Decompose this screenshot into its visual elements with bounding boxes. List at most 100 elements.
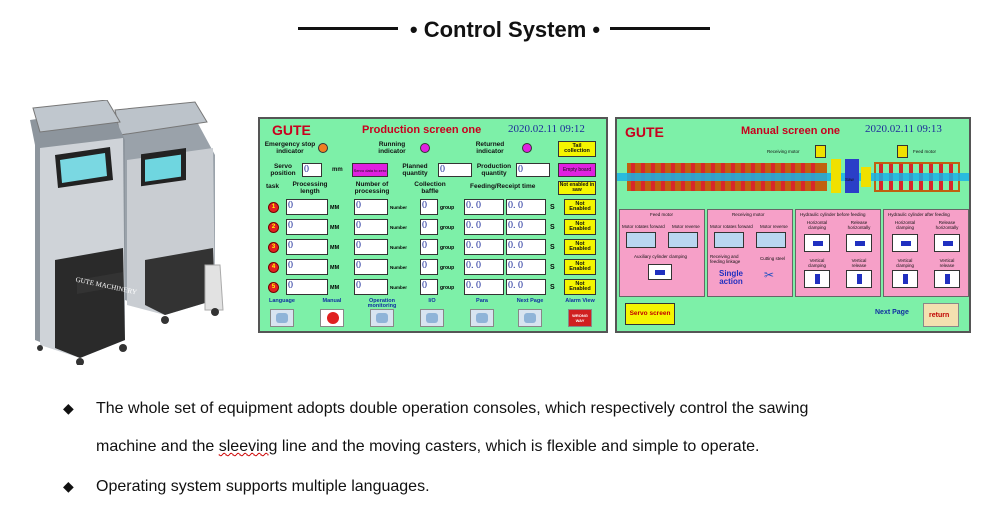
feeding-time-field[interactable]: 0. 0 [464,199,504,215]
processing-number-field[interactable]: 0 [354,279,388,295]
processing-number-field[interactable]: 0 [354,239,388,255]
return-button[interactable]: return [923,303,959,327]
recv-reverse-label: Motor reverse [760,224,788,229]
production-quantity-field[interactable]: 0 [516,163,550,177]
panel-hydraulic-before: Hydraulic cylinder before feeding Horizo… [795,209,881,297]
number-unit: Number [390,285,408,290]
seconds-unit: S [550,244,555,251]
panel-feed-motor: Feed motor Motor rotates forward Motor r… [619,209,705,297]
feeding-time-field[interactable]: 0. 0 [464,279,504,295]
row-enable-button[interactable]: Not Enabled [564,259,596,275]
single-action-button[interactable]: Single action [718,269,743,286]
document-icon [524,313,536,323]
processing-length-field[interactable]: 0 [286,219,328,235]
task-row-index[interactable]: 2 [268,222,279,233]
number-unit: Number [390,205,408,210]
return-label: return [929,312,950,319]
para-button[interactable] [470,309,494,327]
feed-motor-label: Feed motor [913,149,937,154]
receipt-time-field[interactable]: 0. 0 [506,239,546,255]
not-enabled-saw-button[interactable]: Not enabled in saw [558,181,596,195]
stop-hand-icon [327,312,339,324]
operation-monitoring-button[interactable] [370,309,394,327]
manual-button[interactable] [320,309,344,327]
receipt-time-field[interactable]: 0. 0 [506,259,546,275]
ha-vertical-release-button[interactable] [934,270,960,288]
bullet-text-1-line2b: sleeving [218,438,278,455]
row-enable-button[interactable]: Not Enabled [564,219,596,235]
hb-vertical-clamp-button[interactable] [804,270,830,288]
col-task: task [266,183,280,190]
baffle-group-field[interactable]: 0 [420,199,438,215]
monitor-icon [376,313,388,323]
task-row-index[interactable]: 3 [268,242,279,253]
feeding-time-field[interactable]: 0. 0 [464,259,504,275]
baffle-group-field[interactable]: 0 [420,279,438,295]
receiving-motor-indicator [815,145,826,158]
baffle-group-field[interactable]: 0 [420,239,438,255]
recv-feed-linkage-label: Receiving and feeding linkage [710,254,741,264]
hb-vertical-release-button[interactable] [846,270,872,288]
next-page-button-label: Next Page [516,298,544,304]
panel-receiving-motor-title: Receiving motor [732,212,765,217]
ha-release-horizontal-button[interactable] [934,234,960,252]
task-row-index[interactable]: 4 [268,262,279,273]
receiving-motor-label: Receiving motor [767,149,800,154]
number-unit: Number [390,265,408,270]
next-page-button[interactable] [518,309,542,327]
length-unit: MM [330,205,340,211]
planned-quantity-field[interactable]: 0 [438,163,472,177]
processing-length-field[interactable]: 0 [286,199,328,215]
ha-vertical-clamp-button[interactable] [892,270,918,288]
processing-length-field[interactable]: 0 [286,239,328,255]
recv-forward-label: Motor rotates forward [710,224,753,229]
feed-forward-button[interactable] [626,232,656,248]
production-quantity-label: Production quantity [476,163,512,177]
baffle-group-field[interactable]: 0 [420,259,438,275]
task-row-index[interactable]: 5 [268,282,279,293]
hb-release-horizontal-button[interactable] [846,234,872,252]
alarm-view-button[interactable]: WRONG WAY [568,309,592,327]
seconds-unit: S [550,284,555,291]
servo-zero-button[interactable]: Servo data to zero [352,163,388,177]
recv-forward-button[interactable] [714,232,744,248]
task-row-index[interactable]: 1 [268,202,279,213]
scissors-icon[interactable]: ✂ [764,268,775,282]
hb-horizontal-clamp-button[interactable] [804,234,830,252]
saw-label: Saw [845,177,854,182]
production-title: Production screen one [362,124,482,136]
recv-reverse-button[interactable] [756,232,786,248]
group-unit: group [440,225,455,231]
feeding-time-field[interactable]: 0. 0 [464,239,504,255]
receipt-time-field[interactable]: 0. 0 [506,219,546,235]
aux-clamping-button[interactable] [648,264,672,280]
processing-number-field[interactable]: 0 [354,259,388,275]
hb-release-horizontally-label: Release horizontally [847,220,871,230]
feed-reverse-button[interactable] [668,232,698,248]
conveyor-diagram [617,159,969,195]
row-enable-button[interactable]: Not Enabled [564,239,596,255]
servo-screen-button[interactable]: Servo screen [625,303,675,325]
receipt-time-field[interactable]: 0. 0 [506,199,546,215]
receipt-time-field[interactable]: 0. 0 [506,279,546,295]
tail-collection-button[interactable]: Tail collection [558,141,596,157]
panel-feed-motor-title: Feed motor [650,212,674,217]
hb-vertical-clamping-label: Vertical clamping [807,258,826,268]
processing-number-field[interactable]: 0 [354,199,388,215]
machine-photo: GUTE MACHINERY [15,99,250,366]
servo-position-field[interactable]: 0 [302,163,322,177]
planned-quantity-label: Planned quantity [402,163,428,177]
language-button-label: Language [269,298,295,304]
language-button[interactable] [270,309,294,327]
processing-length-field[interactable]: 0 [286,259,328,275]
row-enable-button[interactable]: Not Enabled [564,279,596,295]
empty-board-button[interactable]: Empty board [558,163,596,177]
feeding-time-field[interactable]: 0. 0 [464,219,504,235]
processing-length-field[interactable]: 0 [286,279,328,295]
next-page-button[interactable]: Next Page [875,309,909,316]
row-enable-button[interactable]: Not Enabled [564,199,596,215]
processing-number-field[interactable]: 0 [354,219,388,235]
io-button[interactable] [420,309,444,327]
ha-horizontal-clamp-button[interactable] [892,234,918,252]
baffle-group-field[interactable]: 0 [420,219,438,235]
